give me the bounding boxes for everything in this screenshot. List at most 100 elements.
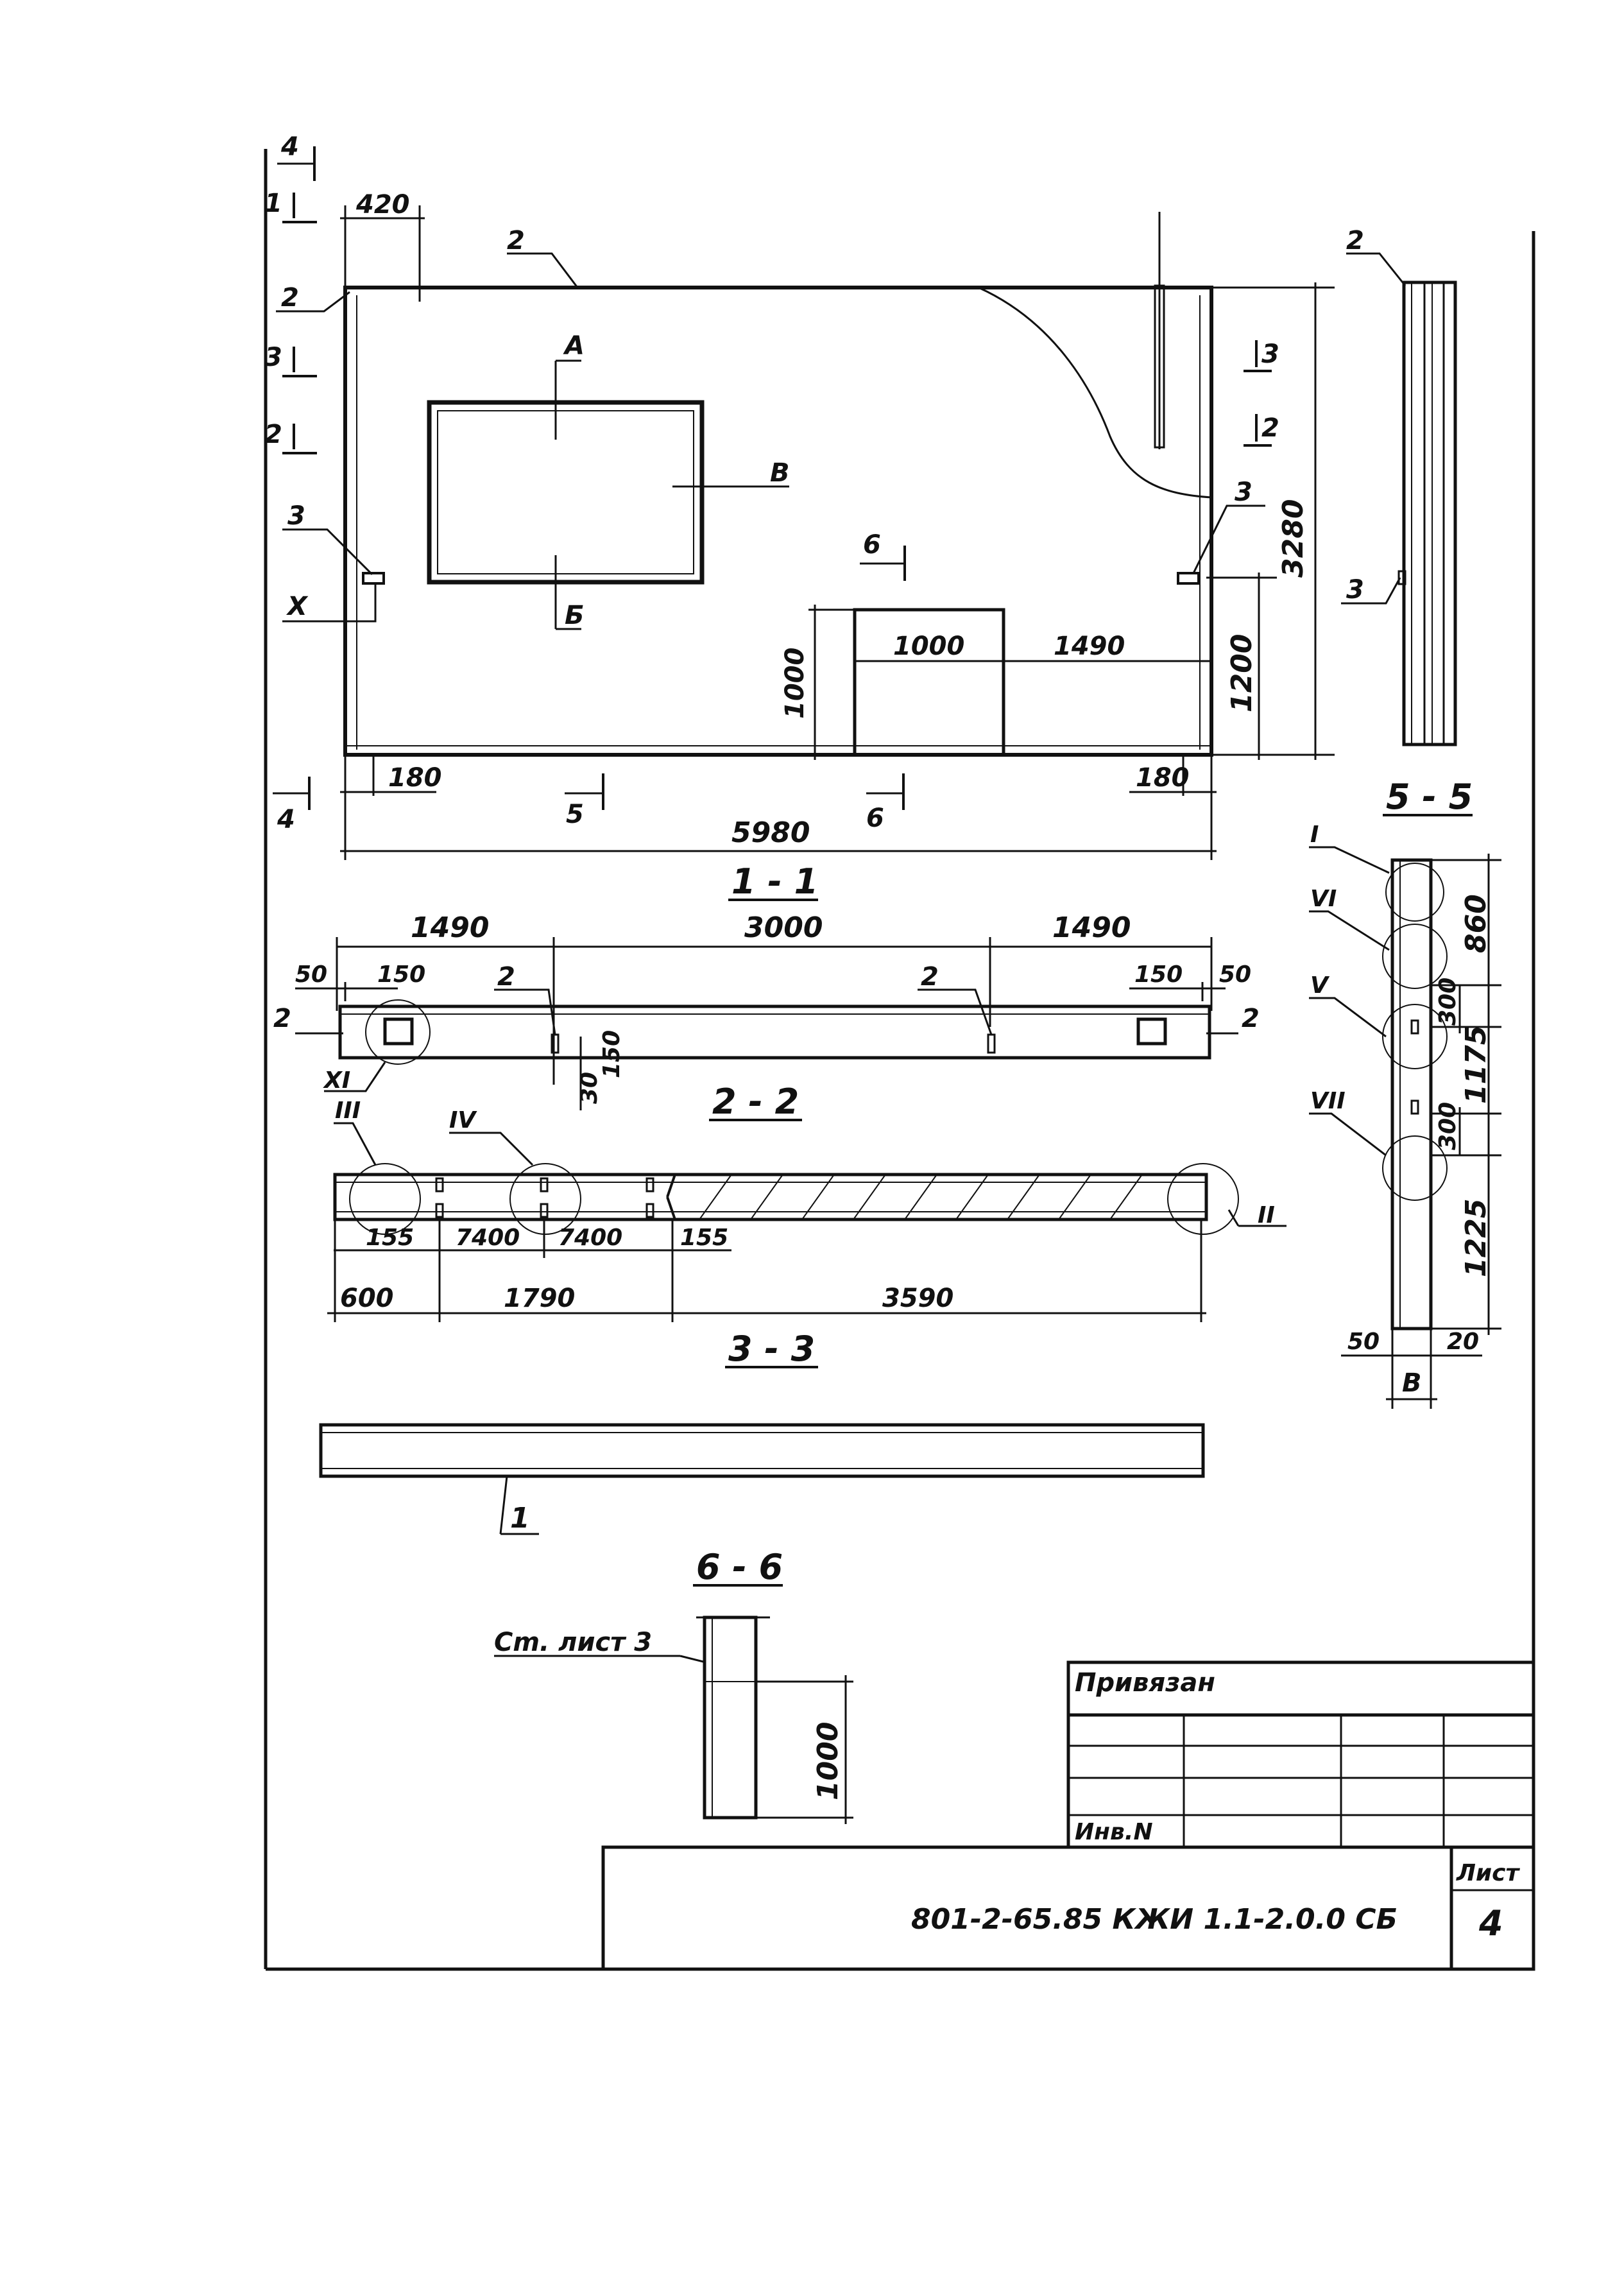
view-title-1-1: 1 - 1 <box>731 861 818 902</box>
cut-markers-left: 4 1 3 2 <box>264 132 317 454</box>
cut-1: 1 <box>264 189 282 218</box>
cut-6-bottom: 6 <box>866 804 884 833</box>
cut-4-top: 4 <box>280 132 299 162</box>
window-opening <box>427 400 705 585</box>
label-A: А <box>563 331 585 361</box>
dim-7400-a: 7400 <box>456 1225 520 1251</box>
dim-5980: 5980 <box>731 816 810 849</box>
marker-II: II <box>1258 1202 1275 1228</box>
marker-2-top: 2 <box>507 226 525 255</box>
cut-5: 5 <box>566 800 584 829</box>
dim-1790: 1790 <box>504 1284 575 1313</box>
dim-20-5-5: 20 <box>1447 1329 1479 1355</box>
marker-XI: XI <box>323 1067 350 1094</box>
detail-II-circle <box>1167 1163 1239 1235</box>
dim-1490-right: 1490 <box>1052 911 1131 944</box>
dim-50-left: 50 <box>295 961 327 988</box>
dim-600: 600 <box>340 1284 394 1313</box>
dim-3590: 3590 <box>882 1284 953 1313</box>
detail-XI-circle <box>365 999 431 1065</box>
marker-3-left: 3 <box>287 501 305 531</box>
cut-6-top: 6 <box>863 530 881 560</box>
view-1-1: А Б В 420 2 2 3 X 3 4 1 3 2 <box>264 132 1335 902</box>
marker-2-2-right: 2 <box>1242 1004 1260 1033</box>
title-privyazan: Привязан <box>1075 1668 1215 1698</box>
detail-VII-circle <box>1382 1135 1448 1201</box>
marker-2-2-center2: 2 <box>921 962 939 992</box>
marker-X: X <box>286 592 309 621</box>
cut-3-right: 3 <box>1261 340 1279 369</box>
cut-markers-right: 3 2 <box>1244 340 1279 447</box>
dim-155-right: 155 <box>680 1225 728 1251</box>
marker-2-left: 2 <box>281 283 299 313</box>
dim-3280: 3280 <box>1277 499 1310 578</box>
dim-300-a: 300 <box>1435 978 1461 1026</box>
dim-1000-width: 1000 <box>893 632 964 661</box>
marker-IV: IV <box>449 1107 477 1133</box>
dim-50-right: 50 <box>1219 961 1251 988</box>
break-line <box>978 286 1212 499</box>
view-3-3: III IV II 155 7400 7400 155 600 1790 359… <box>327 1098 1286 1369</box>
lifting-loop-left <box>362 572 385 585</box>
dim-1225: 1225 <box>1460 1199 1492 1277</box>
cut-2-left: 2 <box>264 420 282 449</box>
label-B: Б <box>565 601 585 630</box>
panel-outline <box>343 286 1213 757</box>
insulation-hatch <box>699 1174 1143 1220</box>
detail-III-circle <box>349 1163 421 1235</box>
marker-VII: VII <box>1310 1088 1346 1114</box>
dim-155-left: 155 <box>366 1225 414 1251</box>
side-marker-3: 3 <box>1346 575 1364 605</box>
dim-1490: 1490 <box>1054 632 1125 661</box>
dim-150-vertical: 150 <box>599 1030 625 1078</box>
dim-150-right: 150 <box>1134 961 1183 988</box>
dim-300-b: 300 <box>1435 1102 1461 1150</box>
dim-180-left: 180 <box>388 763 442 793</box>
marker-I: I <box>1310 822 1319 848</box>
title-block: Привязан Инв.N Лист 4 801-2-65.85 КЖИ 1.… <box>601 1660 1535 1971</box>
dim-150-left: 150 <box>377 961 425 988</box>
dim-860: 860 <box>1460 894 1492 953</box>
detail-IV-circle <box>509 1163 581 1235</box>
title-sheet-label: Лист <box>1456 1860 1520 1886</box>
marker-2-2-left: 2 <box>273 1004 291 1033</box>
dim-B-5-5: В <box>1402 1368 1422 1398</box>
door-opening <box>853 608 1005 755</box>
dim-420: 420 <box>355 190 410 220</box>
marker-3-right: 3 <box>1235 478 1252 507</box>
view-title-5-5: 5 - 5 <box>1386 777 1473 817</box>
side-marker-2: 2 <box>1346 226 1364 255</box>
title-sheet-number: 4 <box>1478 1903 1503 1943</box>
dim-1000-height: 1000 <box>780 648 810 719</box>
title-code: 801-2-65.85 КЖИ 1.1-2.0.0 СБ <box>911 1903 1397 1936</box>
view-6-6-note: Cm. лист 3 <box>494 1628 652 1657</box>
view-5-5: 5 - 5 I VI V VII 860 300 1175 300 1225 <box>1309 777 1501 1409</box>
label-V: В <box>770 458 790 488</box>
dim-180-right: 180 <box>1136 763 1190 793</box>
cut-3-left: 3 <box>264 343 282 372</box>
dim-1200: 1200 <box>1226 634 1258 712</box>
title-inv: Инв.N <box>1075 1819 1153 1845</box>
view-title-6-6: 6 - 6 <box>696 1547 783 1587</box>
cut-2-right: 2 <box>1261 413 1279 443</box>
dim-7400-b: 7400 <box>558 1225 622 1251</box>
detail-I-circle <box>1385 863 1444 922</box>
elevation-view: 1 <box>319 1423 1205 1535</box>
dim-50-5-5: 50 <box>1347 1329 1380 1355</box>
marker-III: III <box>335 1098 361 1124</box>
side-view: 2 3 <box>1341 226 1457 746</box>
elevation-marker-1: 1 <box>510 1502 530 1535</box>
view-2-2: 1490 3000 1490 50 150 150 50 2 2 2 2 150… <box>273 911 1260 1122</box>
view-title-2-2: 2 - 2 <box>712 1081 799 1122</box>
view-6-6: 6 - 6 1000 Cm. лист 3 <box>494 1547 853 1824</box>
view-title-3-3: 3 - 3 <box>728 1329 815 1369</box>
view-6-6-dim-1000: 1000 <box>812 1722 844 1800</box>
detail-V-circle <box>1382 1004 1448 1069</box>
dim-1490-left: 1490 <box>411 911 489 944</box>
dim-3000: 3000 <box>744 911 823 944</box>
marker-VI: VI <box>1310 886 1337 912</box>
dim-1175: 1175 <box>1460 1026 1492 1104</box>
marker-2-2-center1: 2 <box>497 962 515 992</box>
